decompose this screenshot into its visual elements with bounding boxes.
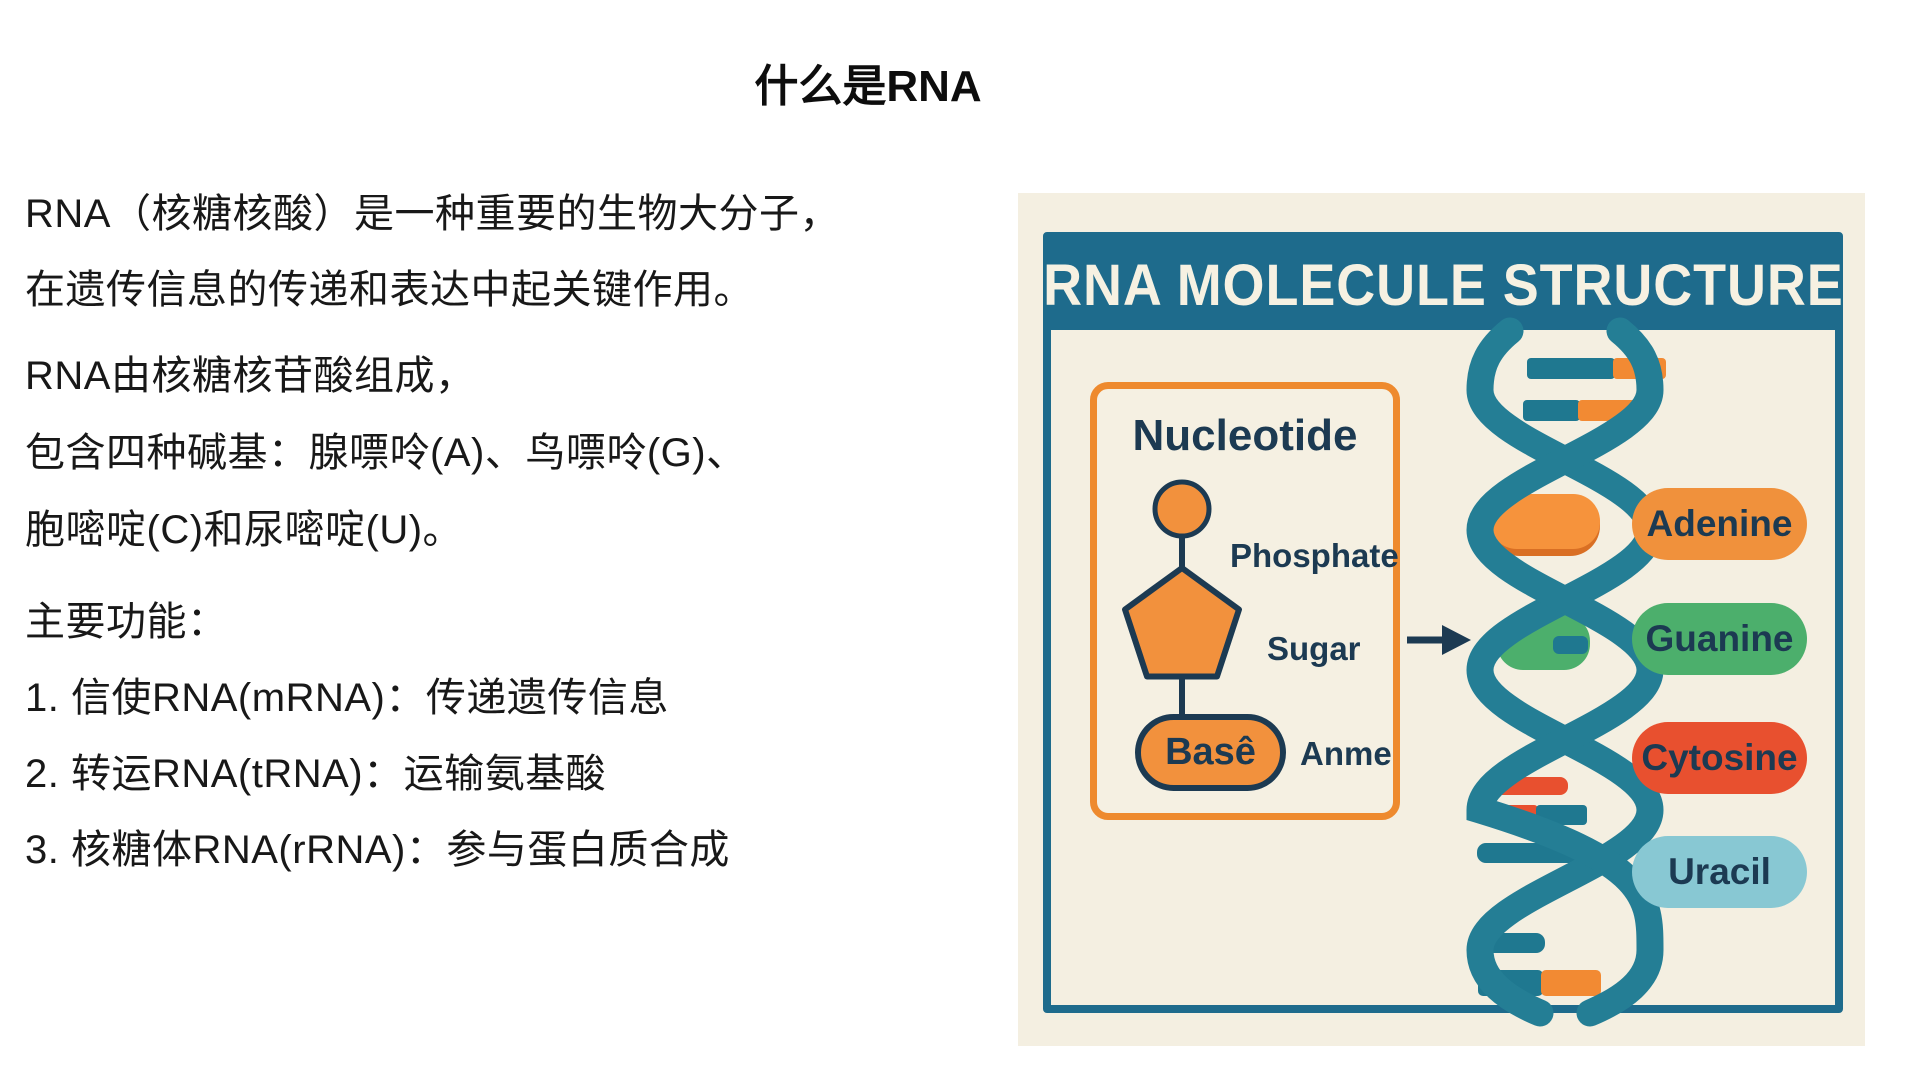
figure-banner-title: RNA MOLECULE STRUCTURE	[1042, 252, 1844, 318]
base-pill-guanine-label: Guanine	[1645, 618, 1794, 659]
base-pill-adenine: Adenine	[1632, 488, 1807, 560]
rna-structure-figure: RNA MOLECULE STRUCTURE Nucleotide Phosph…	[1018, 193, 1865, 1046]
text-line: 1. 信使RNA(mRNA)：传递遗传信息	[25, 676, 669, 720]
base-pill-uracil-label: Uracil	[1668, 851, 1771, 892]
text-line: 主要功能：	[25, 600, 228, 644]
page-title: 什么是RNA	[754, 62, 982, 111]
composition-paragraph: RNA由核糖核苷酸组成， 包含四种碱基：腺嘌呤(A)、鸟嘌呤(G)、 胞嘧啶(C…	[25, 338, 985, 569]
nucleotide-box: Nucleotide Phosphate Sugar Anme Basê	[1090, 382, 1400, 820]
arrow-icon	[1407, 625, 1471, 655]
sugar-shape	[1122, 565, 1242, 680]
amine-label: Anme	[1300, 735, 1392, 772]
intro-paragraph: RNA（核糖核酸）是一种重要的生物大分子， 在遗传信息的传递和表达中起关键作用。	[25, 176, 985, 328]
text-line: RNA（核糖核酸）是一种重要的生物大分子，	[25, 192, 840, 236]
text-line: 包含四种碱基：腺嘌呤(A)、鸟嘌呤(G)、	[25, 431, 747, 475]
text-line: 在遗传信息的传递和表达中起关键作用。	[25, 268, 754, 312]
sugar-label: Sugar	[1267, 630, 1361, 667]
base-pill-cytosine-label: Cytosine	[1641, 737, 1798, 778]
base-pill-label: Basê	[1165, 731, 1256, 773]
text-line: 2. 转运RNA(tRNA)：运输氨基酸	[25, 752, 607, 796]
helix-strands	[1466, 317, 1664, 1027]
base-pill-cytosine: Cytosine	[1632, 722, 1807, 794]
text-line: 胞嘧啶(C)和尿嘧啶(U)。	[25, 508, 464, 552]
figure-frame: RNA MOLECULE STRUCTURE	[1043, 232, 1843, 1013]
text-line: 3. 核糖体RNA(rRNA)：参与蛋白质合成	[25, 828, 730, 872]
nucleotide-title: Nucleotide	[1132, 411, 1358, 460]
functions-paragraph: 主要功能： 1. 信使RNA(mRNA)：传递遗传信息 2. 转运RNA(tRN…	[25, 584, 985, 888]
text-line: RNA由核糖核苷酸组成，	[25, 354, 476, 398]
phosphate-shape	[1152, 479, 1212, 539]
base-shape	[1135, 714, 1286, 791]
phosphate-label: Phosphate	[1230, 537, 1399, 574]
base-pill-uracil: Uracil	[1632, 836, 1807, 908]
figure-banner: RNA MOLECULE STRUCTURE	[1043, 240, 1842, 330]
base-pill-guanine: Guanine	[1632, 603, 1807, 675]
base-pill-adenine-label: Adenine	[1646, 503, 1793, 544]
nucleotide-diagram	[1122, 479, 1286, 791]
